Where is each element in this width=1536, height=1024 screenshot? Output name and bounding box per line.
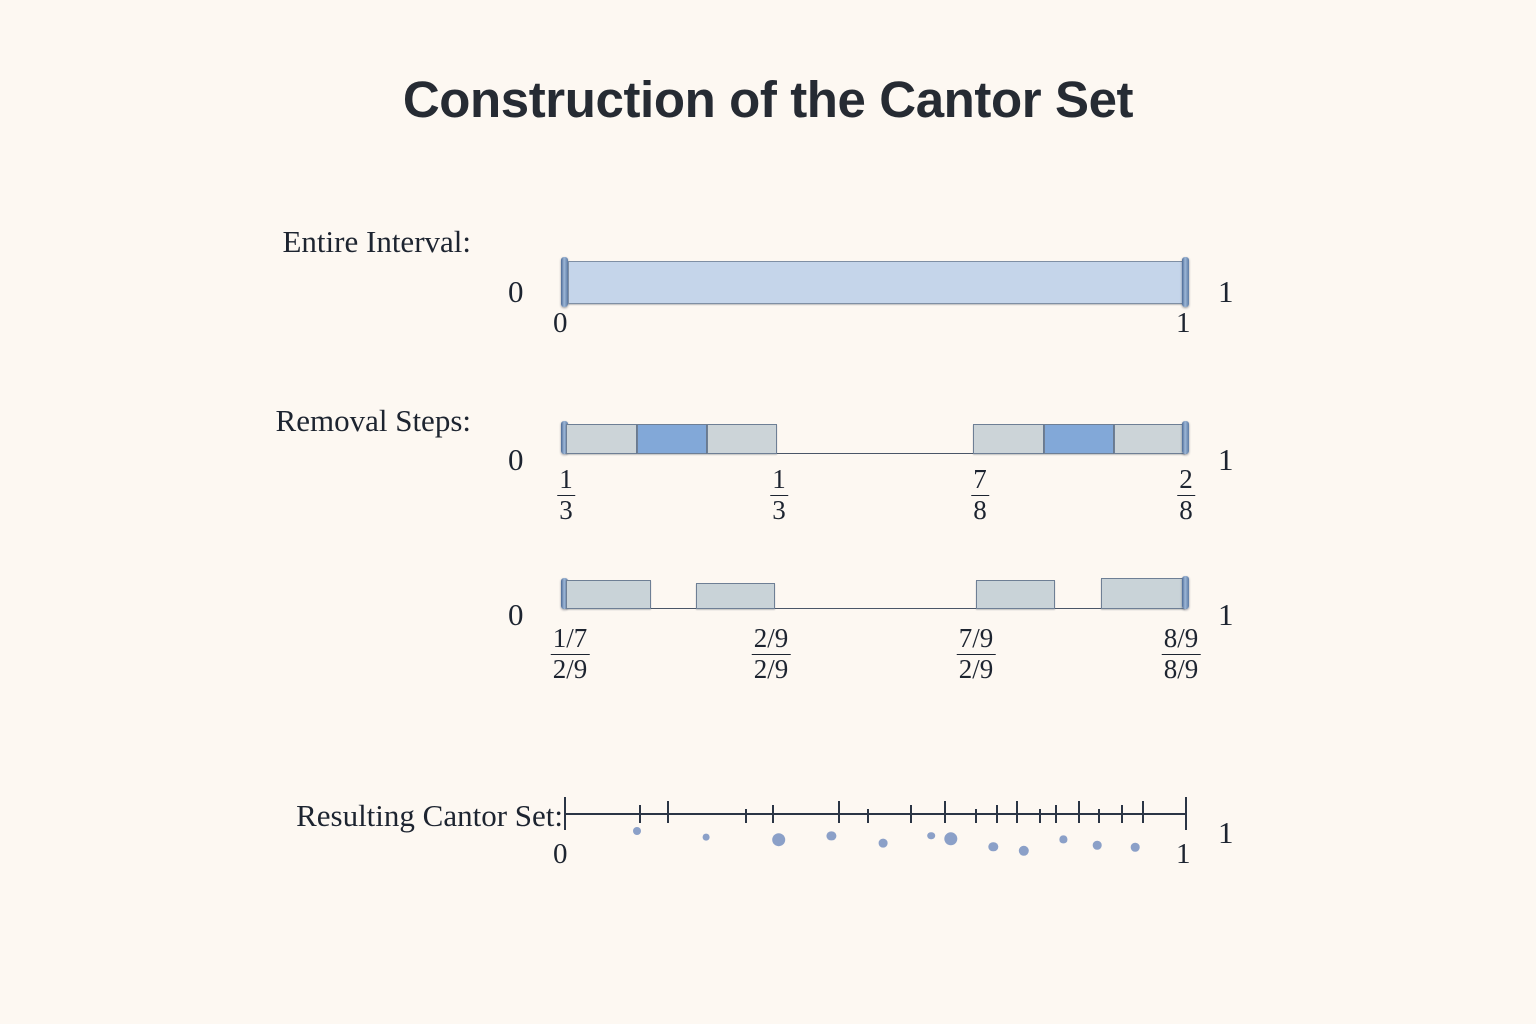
row-label-entire-interval: Entire Interval: xyxy=(282,224,472,259)
row2-fraction-1: 1 3 xyxy=(557,464,575,525)
row3-fraction-3: 7/9 2/9 xyxy=(956,623,996,684)
row3-endcap-left xyxy=(561,578,568,609)
cantor-tick xyxy=(944,801,947,823)
cantor-point xyxy=(633,826,642,835)
cantor-tick xyxy=(1120,805,1123,823)
cantor-tick xyxy=(1039,809,1042,823)
row2-segment-3 xyxy=(707,424,777,454)
row1-axis-right-label: 1 xyxy=(1176,307,1191,339)
cantor-tick xyxy=(996,805,999,823)
row3-fraction-4-denominator: 8/9 xyxy=(1163,653,1199,684)
row1-interval-bar xyxy=(568,261,1184,304)
row2-segment-6 xyxy=(1114,424,1185,454)
cantor-point xyxy=(702,834,710,841)
row3-fraction-4-numerator: 8/9 xyxy=(1161,623,1201,655)
cantor-tick xyxy=(1098,809,1101,823)
row2-baseline xyxy=(563,453,1187,454)
row3-fraction-3-denominator: 2/9 xyxy=(958,653,994,684)
row1-endcap-right xyxy=(1182,257,1189,307)
row2-fraction-3-numerator: 7 xyxy=(971,464,989,496)
row2-segment-4 xyxy=(973,424,1044,454)
row1-axis-left-label: 0 xyxy=(553,307,568,339)
row3-fraction-1-denominator: 2/9 xyxy=(552,653,588,684)
row3-fraction-3-numerator: 7/9 xyxy=(956,623,996,655)
row2-fraction-2: 1 3 xyxy=(770,464,788,525)
cantor-tick xyxy=(639,805,642,823)
row4-axis-left-label: 0 xyxy=(553,838,568,870)
cantor-point xyxy=(944,831,958,846)
cantor-axis-cap-left xyxy=(564,797,566,830)
cantor-tick xyxy=(666,801,669,823)
cantor-point xyxy=(1092,840,1102,850)
cantor-axis-cap-right xyxy=(1185,797,1187,830)
row-label-removal-steps: Removal Steps: xyxy=(275,403,471,438)
row3-fraction-2: 2/9 2/9 xyxy=(751,623,791,684)
cantor-point xyxy=(1059,835,1068,843)
row4-axis-right-label: 1 xyxy=(1176,838,1191,870)
cantor-tick xyxy=(1016,801,1019,823)
row3-segment-2 xyxy=(696,583,775,609)
cantor-point xyxy=(1130,843,1140,852)
row3-fraction-2-numerator: 2/9 xyxy=(751,623,791,655)
row2-segment-5 xyxy=(1044,424,1114,454)
row2-segment-1 xyxy=(566,424,637,454)
row3-left-value: 0 xyxy=(508,597,524,632)
cantor-tick xyxy=(975,809,978,823)
row2-fraction-1-denominator: 3 xyxy=(559,494,573,525)
row2-fraction-4-denominator: 8 xyxy=(1179,494,1193,525)
row2-left-value: 0 xyxy=(508,442,524,477)
row1-endcap-left xyxy=(561,257,568,307)
row3-fraction-4: 8/9 8/9 xyxy=(1161,623,1201,684)
row2-segment-2 xyxy=(637,424,707,454)
row3-fraction-1: 1/7 2/9 xyxy=(550,623,590,684)
page-title: Construction of the Cantor Set xyxy=(402,71,1134,128)
cantor-point xyxy=(1018,845,1029,856)
cantor-point xyxy=(927,831,935,840)
cantor-tick xyxy=(909,805,912,823)
row2-endcap-left xyxy=(561,421,568,454)
cantor-tick xyxy=(771,805,774,823)
cantor-tick xyxy=(1077,801,1080,823)
cantor-tick xyxy=(1055,805,1058,823)
row2-fraction-3: 7 8 xyxy=(971,464,989,525)
row3-segment-1 xyxy=(566,580,651,609)
row3-endcap-right xyxy=(1182,576,1189,609)
cantor-tick xyxy=(1142,801,1145,823)
row2-right-value: 1 xyxy=(1218,442,1234,477)
cantor-point xyxy=(988,842,998,852)
cantor-point xyxy=(771,832,786,847)
row2-fraction-4-numerator: 2 xyxy=(1177,464,1195,496)
row3-baseline xyxy=(563,608,1187,609)
row3-right-value: 1 xyxy=(1218,597,1234,632)
cantor-point xyxy=(826,830,837,841)
cantor-tick xyxy=(838,801,841,823)
row2-fraction-2-numerator: 1 xyxy=(770,464,788,496)
row2-fraction-3-denominator: 8 xyxy=(973,494,987,525)
cantor-point xyxy=(878,838,888,848)
row2-fraction-4: 2 8 xyxy=(1177,464,1195,525)
row2-endcap-right xyxy=(1182,421,1189,454)
row1-right-value: 1 xyxy=(1218,274,1234,309)
row3-segment-4 xyxy=(1101,578,1185,609)
row3-fraction-1-numerator: 1/7 xyxy=(550,623,590,655)
row-label-resulting-cantor-set: Resulting Cantor Set: xyxy=(296,798,563,833)
cantor-tick xyxy=(866,809,869,823)
row2-fraction-2-denominator: 3 xyxy=(772,494,786,525)
cantor-axis-line xyxy=(564,813,1186,815)
row3-segment-3 xyxy=(976,580,1055,609)
row2-fraction-1-numerator: 1 xyxy=(557,464,575,496)
cantor-tick xyxy=(745,809,747,823)
row4-right-value: 1 xyxy=(1218,815,1234,850)
row3-fraction-2-denominator: 2/9 xyxy=(753,653,789,684)
row1-left-value: 0 xyxy=(508,274,524,309)
